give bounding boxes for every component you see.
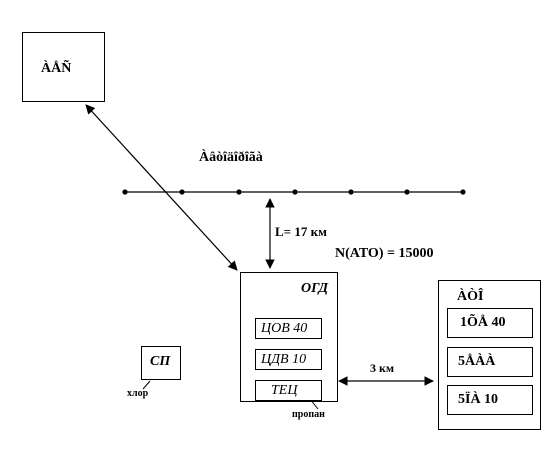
distance-ato-label: 3 км — [370, 361, 395, 375]
tets-node: ТЕЦ — [255, 380, 322, 401]
ogd-node: ОГД ЦОВ 40 ЦДВ 10 ТЕЦ — [240, 272, 338, 402]
ato-item-2-label: 5ÅÀÀ — [458, 354, 496, 369]
ato-item-1: 1ÕÅ 40 — [447, 308, 533, 338]
ato-item-3-label: 5ÏÀ 10 — [458, 392, 499, 407]
aes-label: ÀÅÑ — [41, 61, 72, 76]
propane-label: пропан — [292, 409, 325, 420]
ato-node: ÀÒÎ 1ÕÅ 40 5ÅÀÀ 5ÏÀ 10 — [438, 280, 541, 430]
tsov-label: ЦОВ 40 — [261, 321, 308, 336]
aes-node: ÀÅÑ — [22, 32, 105, 102]
ato-item-3: 5ÏÀ 10 — [447, 385, 533, 415]
tets-label: ТЕЦ — [271, 383, 298, 398]
tsov-node: ЦОВ 40 — [255, 318, 322, 339]
tsdv-node: ЦДВ 10 — [255, 349, 322, 370]
sp-label: СП — [150, 354, 171, 369]
sp-node: СП — [141, 346, 181, 380]
ato-item-1-label: 1ÕÅ 40 — [460, 315, 506, 330]
aes-ogd-arrow — [85, 104, 238, 271]
population-label: N(ATO) = 15000 — [335, 246, 434, 261]
ato-item-2: 5ÅÀÀ — [447, 347, 533, 377]
ato-label: ÀÒÎ — [457, 289, 484, 304]
tsdv-label: ЦДВ 10 — [261, 352, 307, 367]
chlorine-label: хлор — [127, 388, 149, 399]
ogd-label: ОГД — [301, 281, 329, 296]
road-label: Àâòîäîðîãà — [199, 150, 263, 165]
distance-road-label: L= 17 км — [275, 224, 327, 239]
chlorine-leader — [142, 380, 151, 390]
